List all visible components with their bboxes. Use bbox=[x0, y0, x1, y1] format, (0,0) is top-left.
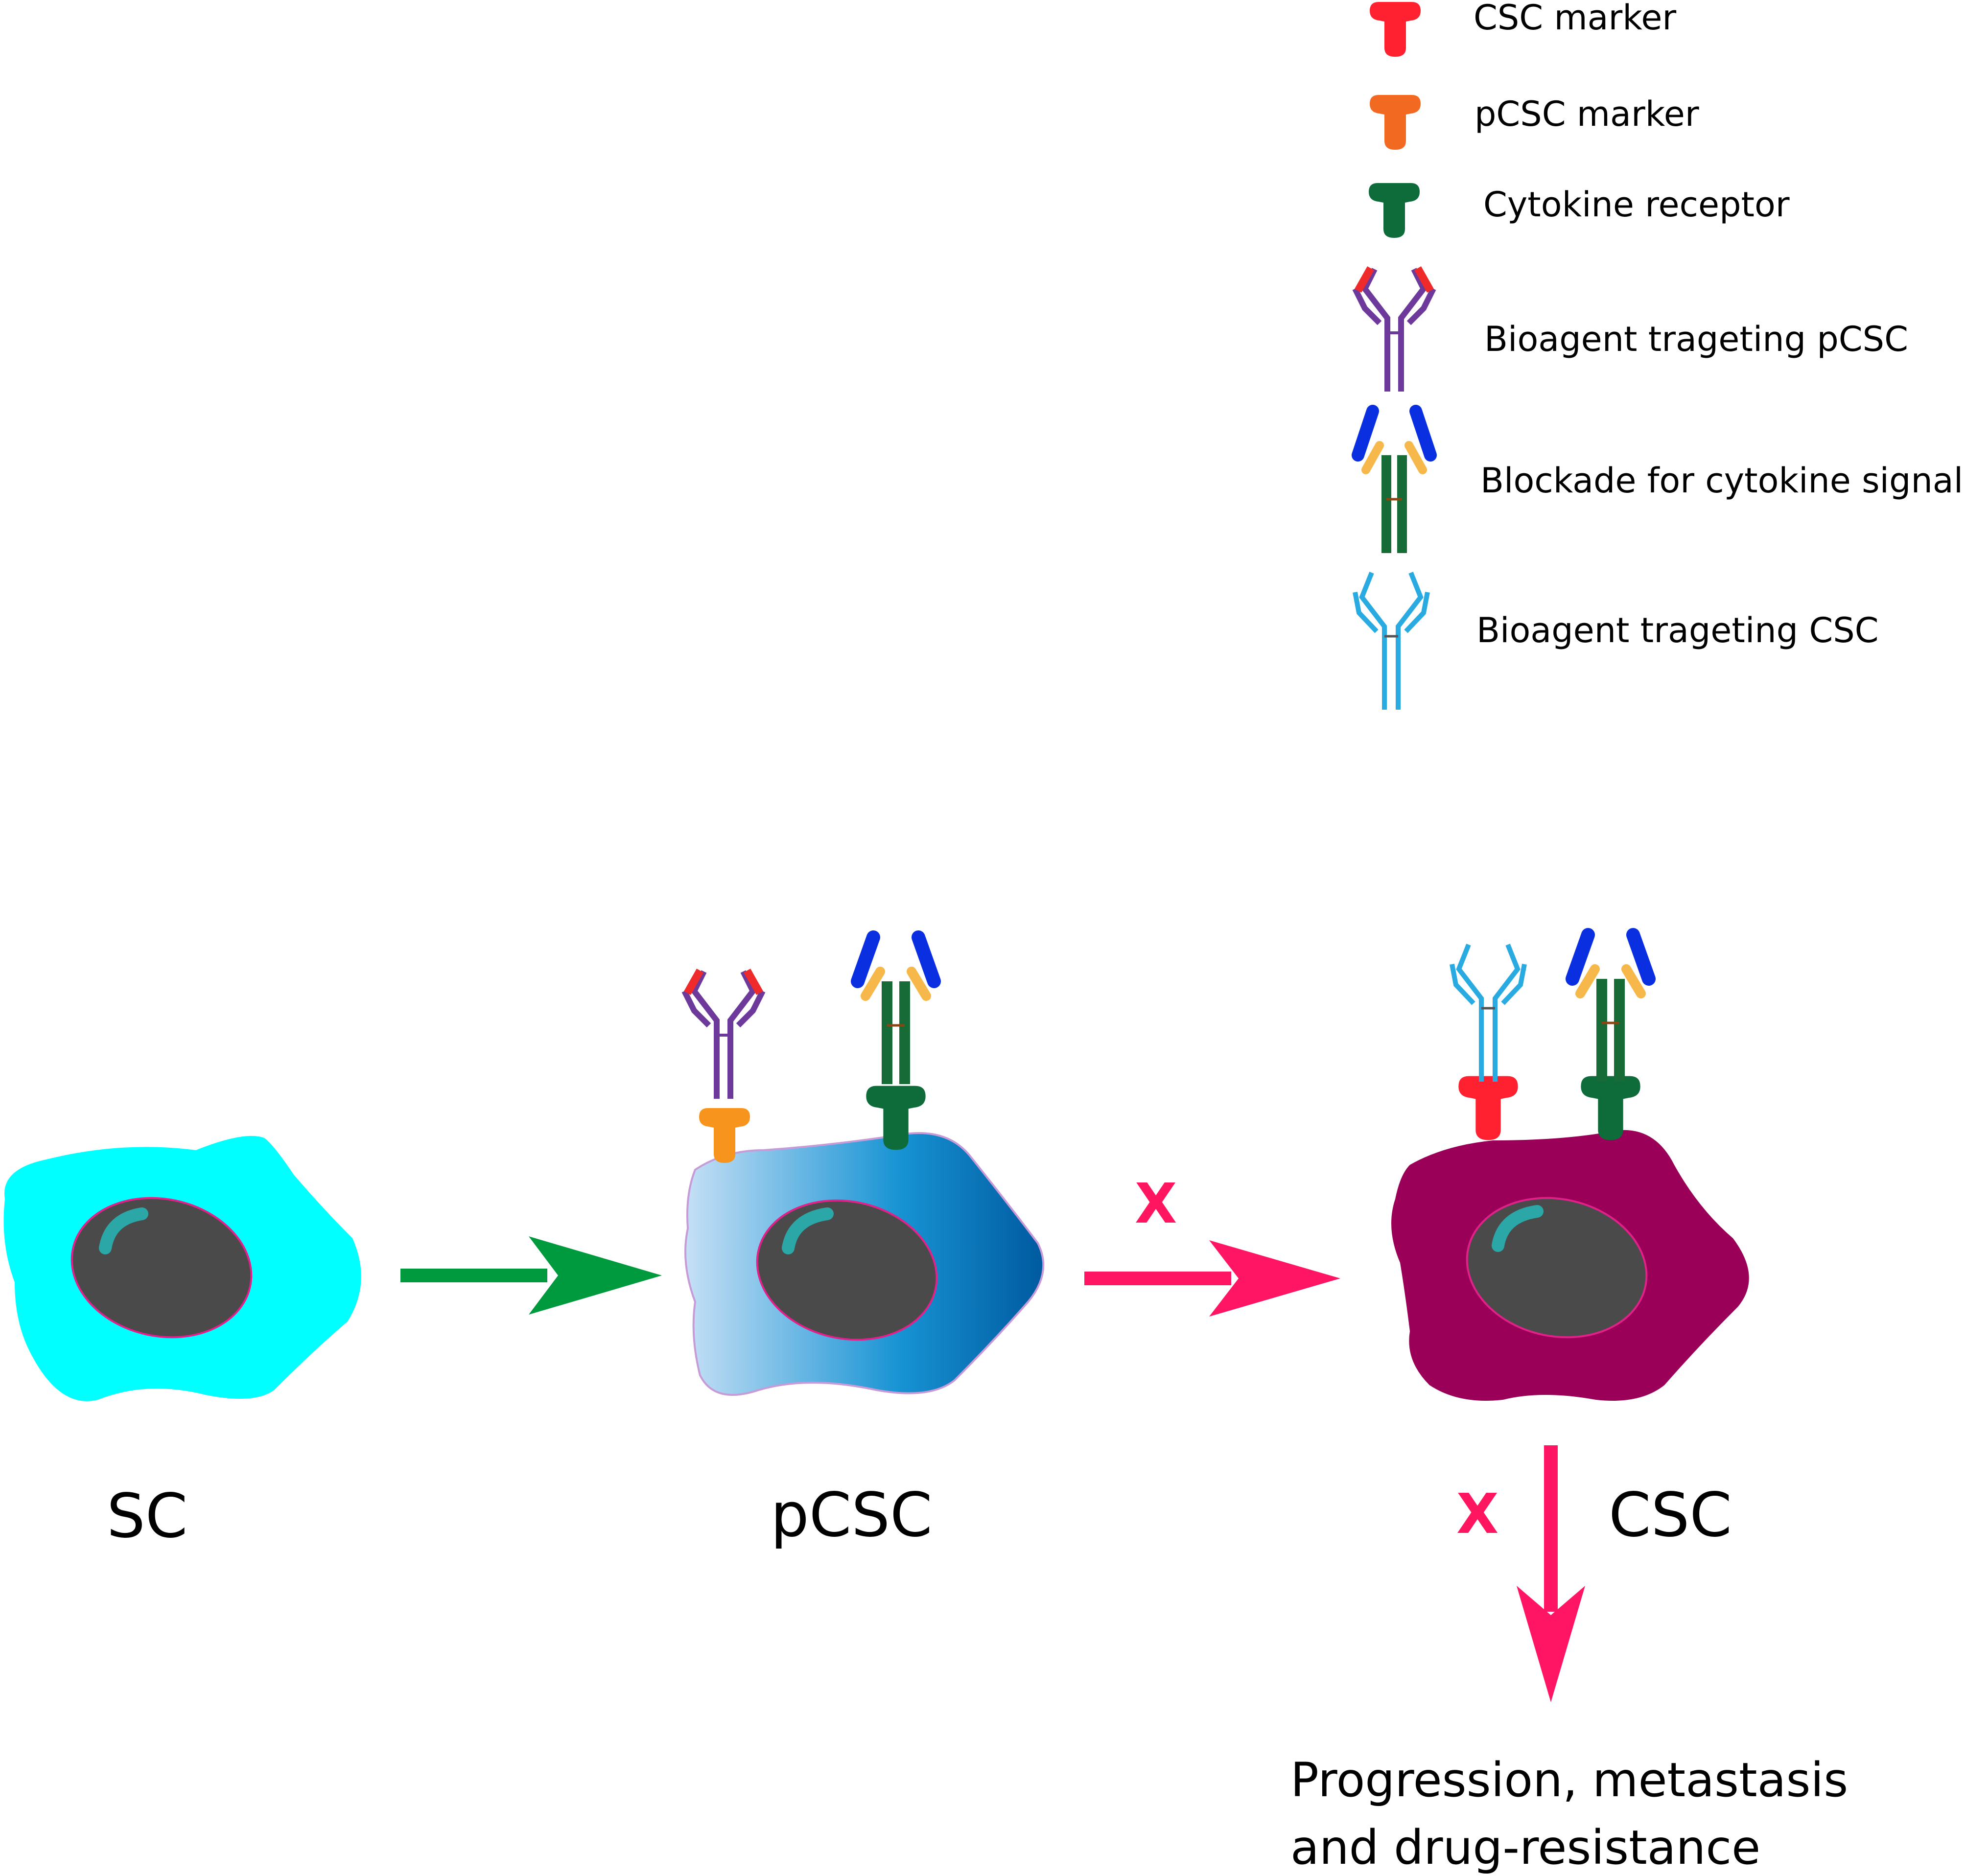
cytokine-receptor-icon bbox=[1369, 183, 1420, 238]
legend-blockade: Blockade for cytokine signal bbox=[1352, 405, 1963, 553]
legend-cytokine-receptor-label: Cytokine receptor bbox=[1483, 185, 1790, 225]
pcsc-nucleus bbox=[756, 1199, 938, 1341]
outcome-label-line1: Progression, metastasis bbox=[1290, 1753, 1848, 1807]
legend-bioagent-pcsc: Bioagent trageting pCSC bbox=[1352, 266, 1908, 392]
sc-label: SC bbox=[107, 1481, 187, 1552]
bioagent-pcsc-on-cell bbox=[681, 969, 766, 1099]
bioagent-pcsc-icon bbox=[1352, 266, 1436, 392]
sc-nucleolus bbox=[99, 1207, 148, 1254]
legend-blockade-label: Blockade for cytokine signal bbox=[1480, 461, 1963, 501]
csc-cell bbox=[1391, 928, 1749, 1401]
outcome-label-line2: and drug-resistance bbox=[1290, 1820, 1760, 1875]
blockade-on-pcsc bbox=[851, 930, 941, 1084]
pcsc-marker-icon bbox=[1370, 95, 1421, 150]
arrow-csc-to-outcome bbox=[1517, 1445, 1585, 1702]
legend-bioagent-pcsc-label: Bioagent trageting pCSC bbox=[1484, 319, 1908, 359]
csc-marker-icon bbox=[1370, 2, 1421, 57]
csc-nucleus bbox=[1466, 1197, 1648, 1339]
csc-marker-on-cell bbox=[1458, 1076, 1518, 1140]
blocked-mark-csc-to-outcome: X bbox=[1456, 1482, 1498, 1546]
legend: CSC marker pCSC marker Cytokine receptor bbox=[1352, 0, 1963, 710]
pcsc-nucleolus bbox=[782, 1207, 834, 1254]
pcsc-label: pCSC bbox=[771, 1480, 933, 1551]
legend-csc-marker-label: CSC marker bbox=[1474, 0, 1676, 38]
legend-pcsc-marker: pCSC marker bbox=[1370, 94, 1699, 150]
csc-label: CSC bbox=[1609, 1480, 1732, 1551]
legend-csc-marker: CSC marker bbox=[1370, 0, 1676, 57]
pcsc-cell bbox=[681, 930, 1045, 1396]
csc-nucleolus bbox=[1492, 1205, 1544, 1252]
legend-pcsc-marker-label: pCSC marker bbox=[1474, 94, 1699, 134]
blockade-icon bbox=[1352, 405, 1437, 553]
legend-bioagent-csc: Bioagent trageting CSC bbox=[1353, 572, 1879, 710]
arrow-sc-to-pcsc bbox=[400, 1236, 662, 1315]
arrow-pcsc-to-csc bbox=[1084, 1240, 1340, 1317]
bioagent-csc-icon bbox=[1353, 572, 1430, 710]
bioagent-csc-on-cell bbox=[1450, 944, 1527, 1082]
legend-bioagent-csc-label: Bioagent trageting CSC bbox=[1476, 610, 1879, 650]
blocked-mark-pcsc-to-csc: X bbox=[1135, 1172, 1177, 1236]
blockade-on-csc bbox=[1566, 928, 1656, 1082]
sc-cell bbox=[3, 1135, 361, 1401]
legend-cytokine-receptor: Cytokine receptor bbox=[1369, 183, 1790, 238]
cytokine-receptor-on-csc bbox=[1581, 1076, 1640, 1140]
